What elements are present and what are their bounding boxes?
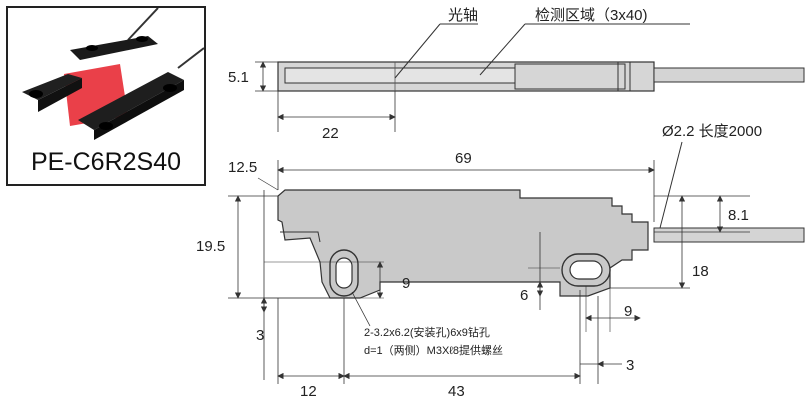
cable-label: Ø2.2 长度2000	[662, 123, 762, 140]
dim-hole-spacing: 43	[343, 290, 581, 400]
dim-right-margin: 3	[580, 296, 634, 384]
mount-note-line1: 2-3.2x6.2(安装孔)6x9钻孔	[364, 325, 490, 339]
left-hole-position-value: 12	[300, 383, 317, 400]
side-view	[277, 189, 805, 299]
cable-callout: Ø2.2 长度2000	[659, 123, 762, 229]
axis-offset-value: 22	[322, 125, 339, 142]
dim-length: 69	[277, 150, 655, 222]
optical-axis-callout: 光轴	[394, 7, 478, 79]
dim-bottom-margin: 3	[256, 190, 268, 380]
detection-area-label: 检测区域（3x40)	[535, 7, 648, 24]
dim-hole-width: 9	[585, 286, 641, 332]
side-height-value: 18	[692, 263, 709, 280]
dim-side-height: 18	[610, 195, 709, 289]
dim-top-thickness: 5.1	[228, 61, 278, 92]
bottom-margin-value: 3	[256, 327, 264, 344]
right-margin-value: 3	[626, 357, 634, 374]
height-value: 19.5	[196, 238, 225, 255]
hole-offset-value: 6	[520, 287, 528, 304]
sensor-photo-icon	[22, 7, 205, 140]
dim-axis-offset: 22	[277, 91, 396, 142]
dim-cable-height: 8.1	[654, 195, 750, 233]
dim-top-offset: 12.5	[228, 159, 279, 191]
mount-note-line2: d=1（两侧）M3Xℓ8提供螺丝	[364, 343, 503, 357]
hole-spacing-value: 43	[448, 383, 465, 400]
product-photo-panel: PE-C6R2S40	[6, 6, 206, 186]
dim-hole-offset: 6	[520, 232, 560, 310]
top-offset-value: 12.5	[228, 159, 257, 176]
dim-hole-height: 9	[264, 261, 410, 299]
cable-height-value: 8.1	[728, 207, 749, 224]
top-thickness-value: 5.1	[228, 69, 249, 86]
length-value: 69	[455, 150, 472, 167]
mounting-note: 2-3.2x6.2(安装孔)6x9钻孔 d=1（两侧）M3Xℓ8提供螺丝	[351, 291, 503, 357]
hole-width-value: 9	[624, 303, 632, 320]
dim-left-hole-position: 12	[277, 298, 345, 400]
hole-height-value: 9	[402, 275, 410, 292]
model-label: PE-C6R2S40	[30, 148, 182, 176]
detection-area-callout: 检测区域（3x40)	[479, 7, 690, 76]
optical-axis-label: 光轴	[448, 7, 478, 24]
top-view	[277, 61, 805, 92]
